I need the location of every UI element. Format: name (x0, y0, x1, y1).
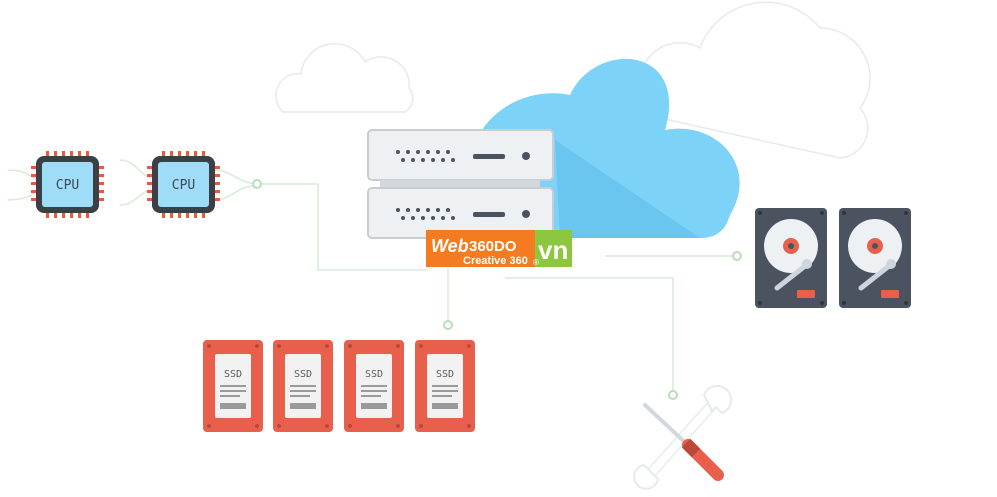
logo-tld: vn (538, 235, 568, 265)
hard-drive-icon-1 (755, 208, 827, 308)
ssd-label: SSD (294, 369, 312, 380)
background-cloud-left (275, 42, 414, 113)
ssd-label: SSD (365, 369, 383, 380)
ssd-drive-2: SSD (273, 340, 333, 432)
background-cloud-right (638, 1, 871, 159)
cpu-label: CPU (56, 178, 79, 193)
cpu-chip-1: CPU (31, 151, 104, 218)
ssd-drive-4: SSD (415, 340, 475, 432)
logo-brand-number: 360DO (469, 238, 517, 255)
tools-icon (633, 384, 733, 490)
cpu-pins (147, 151, 220, 218)
hard-drive-icon-2 (839, 208, 911, 308)
brand-logo: Web 360DO Creative 360 vn ® (426, 230, 572, 267)
cpu-label: CPU (172, 178, 195, 193)
logo-tagline: Creative 360 (463, 255, 528, 267)
cpu-pins (31, 151, 104, 218)
cpu-chip-2: CPU (147, 151, 220, 218)
logo-brand-web: Web (431, 236, 469, 256)
ssd-drive-3: SSD (344, 340, 404, 432)
ssd-drive-1: SSD (203, 340, 263, 432)
connector-nodes (252, 179, 742, 400)
ssd-label: SSD (224, 369, 242, 380)
logo-registered-mark: ® (533, 258, 539, 267)
server-icon (367, 129, 554, 239)
ssd-label: SSD (436, 369, 454, 380)
